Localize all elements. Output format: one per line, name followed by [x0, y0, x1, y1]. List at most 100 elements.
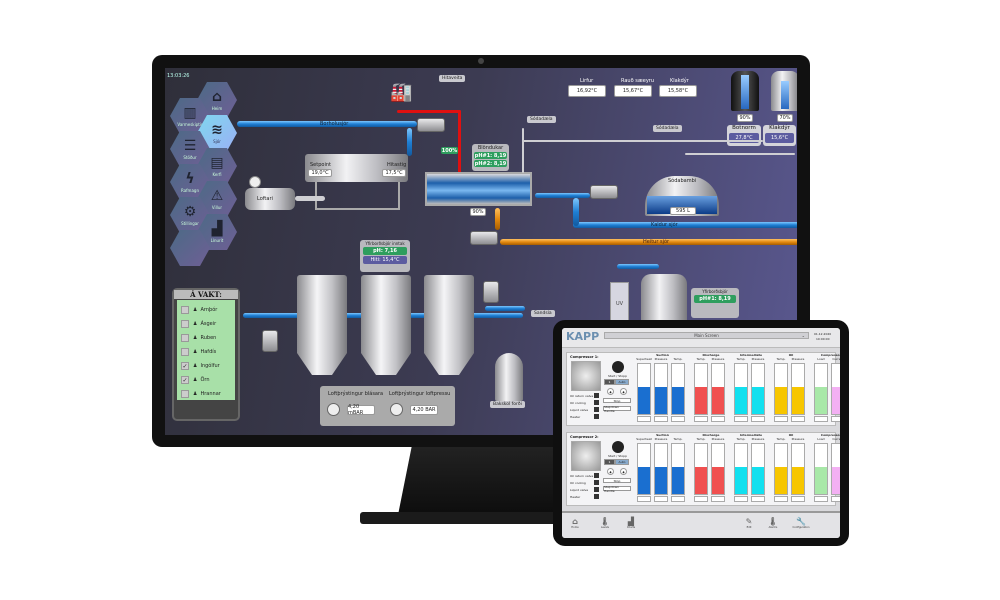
home-icon: ⌂	[572, 517, 578, 526]
column-header: Superheat	[636, 437, 652, 441]
auto-button[interactable]: Auto	[615, 459, 629, 465]
tank-level-fill	[741, 75, 749, 109]
gauge-readout	[694, 496, 708, 502]
monitor-stand	[398, 447, 568, 515]
on-duty-person: ✓♟Örn	[181, 373, 231, 387]
bottom-nav-charts[interactable]: ▟Charts	[624, 517, 638, 531]
gauge-column	[774, 443, 788, 502]
bottom-nav-configuration[interactable]: 🔧Configuration	[793, 517, 810, 531]
auto-button[interactable]: Auto	[615, 379, 629, 385]
stop-button[interactable]: Stop	[603, 478, 631, 483]
stepdown-button[interactable]: Stepdown Handle	[603, 405, 631, 413]
gauge-fill	[672, 386, 684, 414]
thermometer-icon: 🌡	[767, 517, 779, 526]
checkbox[interactable]	[181, 390, 189, 398]
garage-icon: ▤	[210, 155, 224, 171]
pipe	[573, 198, 579, 226]
pump[interactable]	[470, 231, 498, 245]
gauge-column	[734, 363, 748, 422]
step-up-icon[interactable]: ◆	[620, 388, 627, 395]
pump[interactable]	[262, 330, 278, 352]
checkbox[interactable]	[181, 348, 189, 356]
gauge-fill	[655, 386, 667, 414]
warning-icon: ⚠	[210, 188, 224, 204]
blending-tank	[425, 172, 532, 206]
step-down-icon[interactable]: ◆	[607, 388, 614, 395]
pump[interactable]	[417, 118, 445, 132]
screen-select[interactable]: Main Screen⌄	[604, 332, 809, 339]
nav-empty	[170, 230, 210, 266]
stepdown-button[interactable]: Stepdown Handle	[603, 485, 631, 493]
compressor-name: Compressor 2:	[570, 435, 599, 439]
indicator-label: Heater	[570, 415, 581, 419]
gauge-readout	[751, 416, 765, 422]
pipe	[407, 128, 412, 156]
temp-value: 17,5°C	[382, 169, 406, 177]
manual-button[interactable]: 1	[604, 459, 615, 465]
borehole-pipe-label: Borholusjór	[320, 121, 349, 127]
borehole-pipe	[237, 121, 417, 127]
on-duty-person: ♟Hrannar	[181, 387, 231, 401]
person-icon: ♟	[193, 363, 198, 369]
checkbox[interactable]	[181, 334, 189, 342]
silo	[424, 275, 474, 375]
group-header: Compressor	[820, 433, 840, 437]
gauge-readout	[711, 496, 725, 502]
manual-button[interactable]: 1	[604, 379, 615, 385]
column-header: Temp.	[776, 437, 786, 441]
start-stop-knob[interactable]	[612, 441, 624, 453]
blondukar-title: Blöndukar	[477, 145, 504, 151]
hot-water-pipe	[397, 110, 461, 113]
stop-button[interactable]: Stop	[603, 398, 631, 403]
on-duty-person: ♟Arnþór	[181, 303, 231, 317]
checkbox[interactable]: ✓	[181, 362, 189, 370]
soda-pump-label: Sódadæla	[653, 125, 682, 132]
indicator-lamp	[594, 473, 599, 478]
bottom-bar	[562, 511, 840, 538]
gauge-fill	[752, 386, 764, 414]
step-down-icon[interactable]: ◆	[607, 468, 614, 475]
step-up-icon[interactable]: ◆	[620, 468, 627, 475]
setpoint-value[interactable]: 19,0°C	[308, 169, 332, 177]
checkbox[interactable]: ✓	[181, 376, 189, 384]
pump[interactable]	[483, 281, 499, 303]
gauge-readout	[711, 416, 725, 422]
start-stop-knob[interactable]	[612, 361, 624, 373]
thermometer-icon: 🌡	[599, 517, 611, 526]
column-header: Current	[832, 357, 840, 361]
column-header: Temp.	[696, 437, 706, 441]
pump[interactable]	[590, 185, 618, 199]
column-header: Temp.	[696, 357, 706, 361]
person-name: Ingólfur	[200, 363, 220, 369]
gauge-column	[751, 363, 765, 422]
gauge-fill	[672, 466, 684, 494]
intake-temp: Hiti: 15,4°C	[363, 256, 407, 264]
tank-level-fill	[781, 81, 789, 109]
tank-temp: 27,8°C	[729, 133, 759, 143]
gauge-readout	[637, 416, 651, 422]
bottom-nav-edit[interactable]: ✎Edit	[742, 517, 756, 531]
pipe	[535, 193, 590, 198]
gauge-column	[694, 363, 708, 422]
gauge-column	[791, 363, 805, 422]
checkbox[interactable]	[181, 306, 189, 314]
bottom-nav-levels[interactable]: 🌡Levels	[598, 517, 612, 531]
column-header: Temp.	[736, 357, 746, 361]
gauge-fill	[792, 386, 804, 414]
gauge-column	[711, 443, 725, 502]
bottom-nav-home[interactable]: ⌂Home	[568, 517, 582, 531]
bottom-nav-alarms[interactable]: 🌡Alarms	[766, 517, 780, 531]
person-name: Örn	[200, 377, 210, 383]
waves-icon: ≋	[211, 122, 223, 138]
tank-level: 70%	[777, 114, 793, 122]
checkbox[interactable]	[181, 320, 189, 328]
gauge-column	[711, 363, 725, 422]
temp-label: Rauð sæeyru	[621, 78, 655, 84]
group-header: Discharge	[702, 433, 720, 437]
kapp-logo: KAPP	[566, 330, 600, 343]
valve-percent: 100%	[441, 147, 458, 154]
indicator-label: Oil return valve	[570, 474, 594, 478]
compressor-pressure: 4,20 BAR	[410, 405, 438, 415]
gauge-column	[671, 443, 685, 502]
